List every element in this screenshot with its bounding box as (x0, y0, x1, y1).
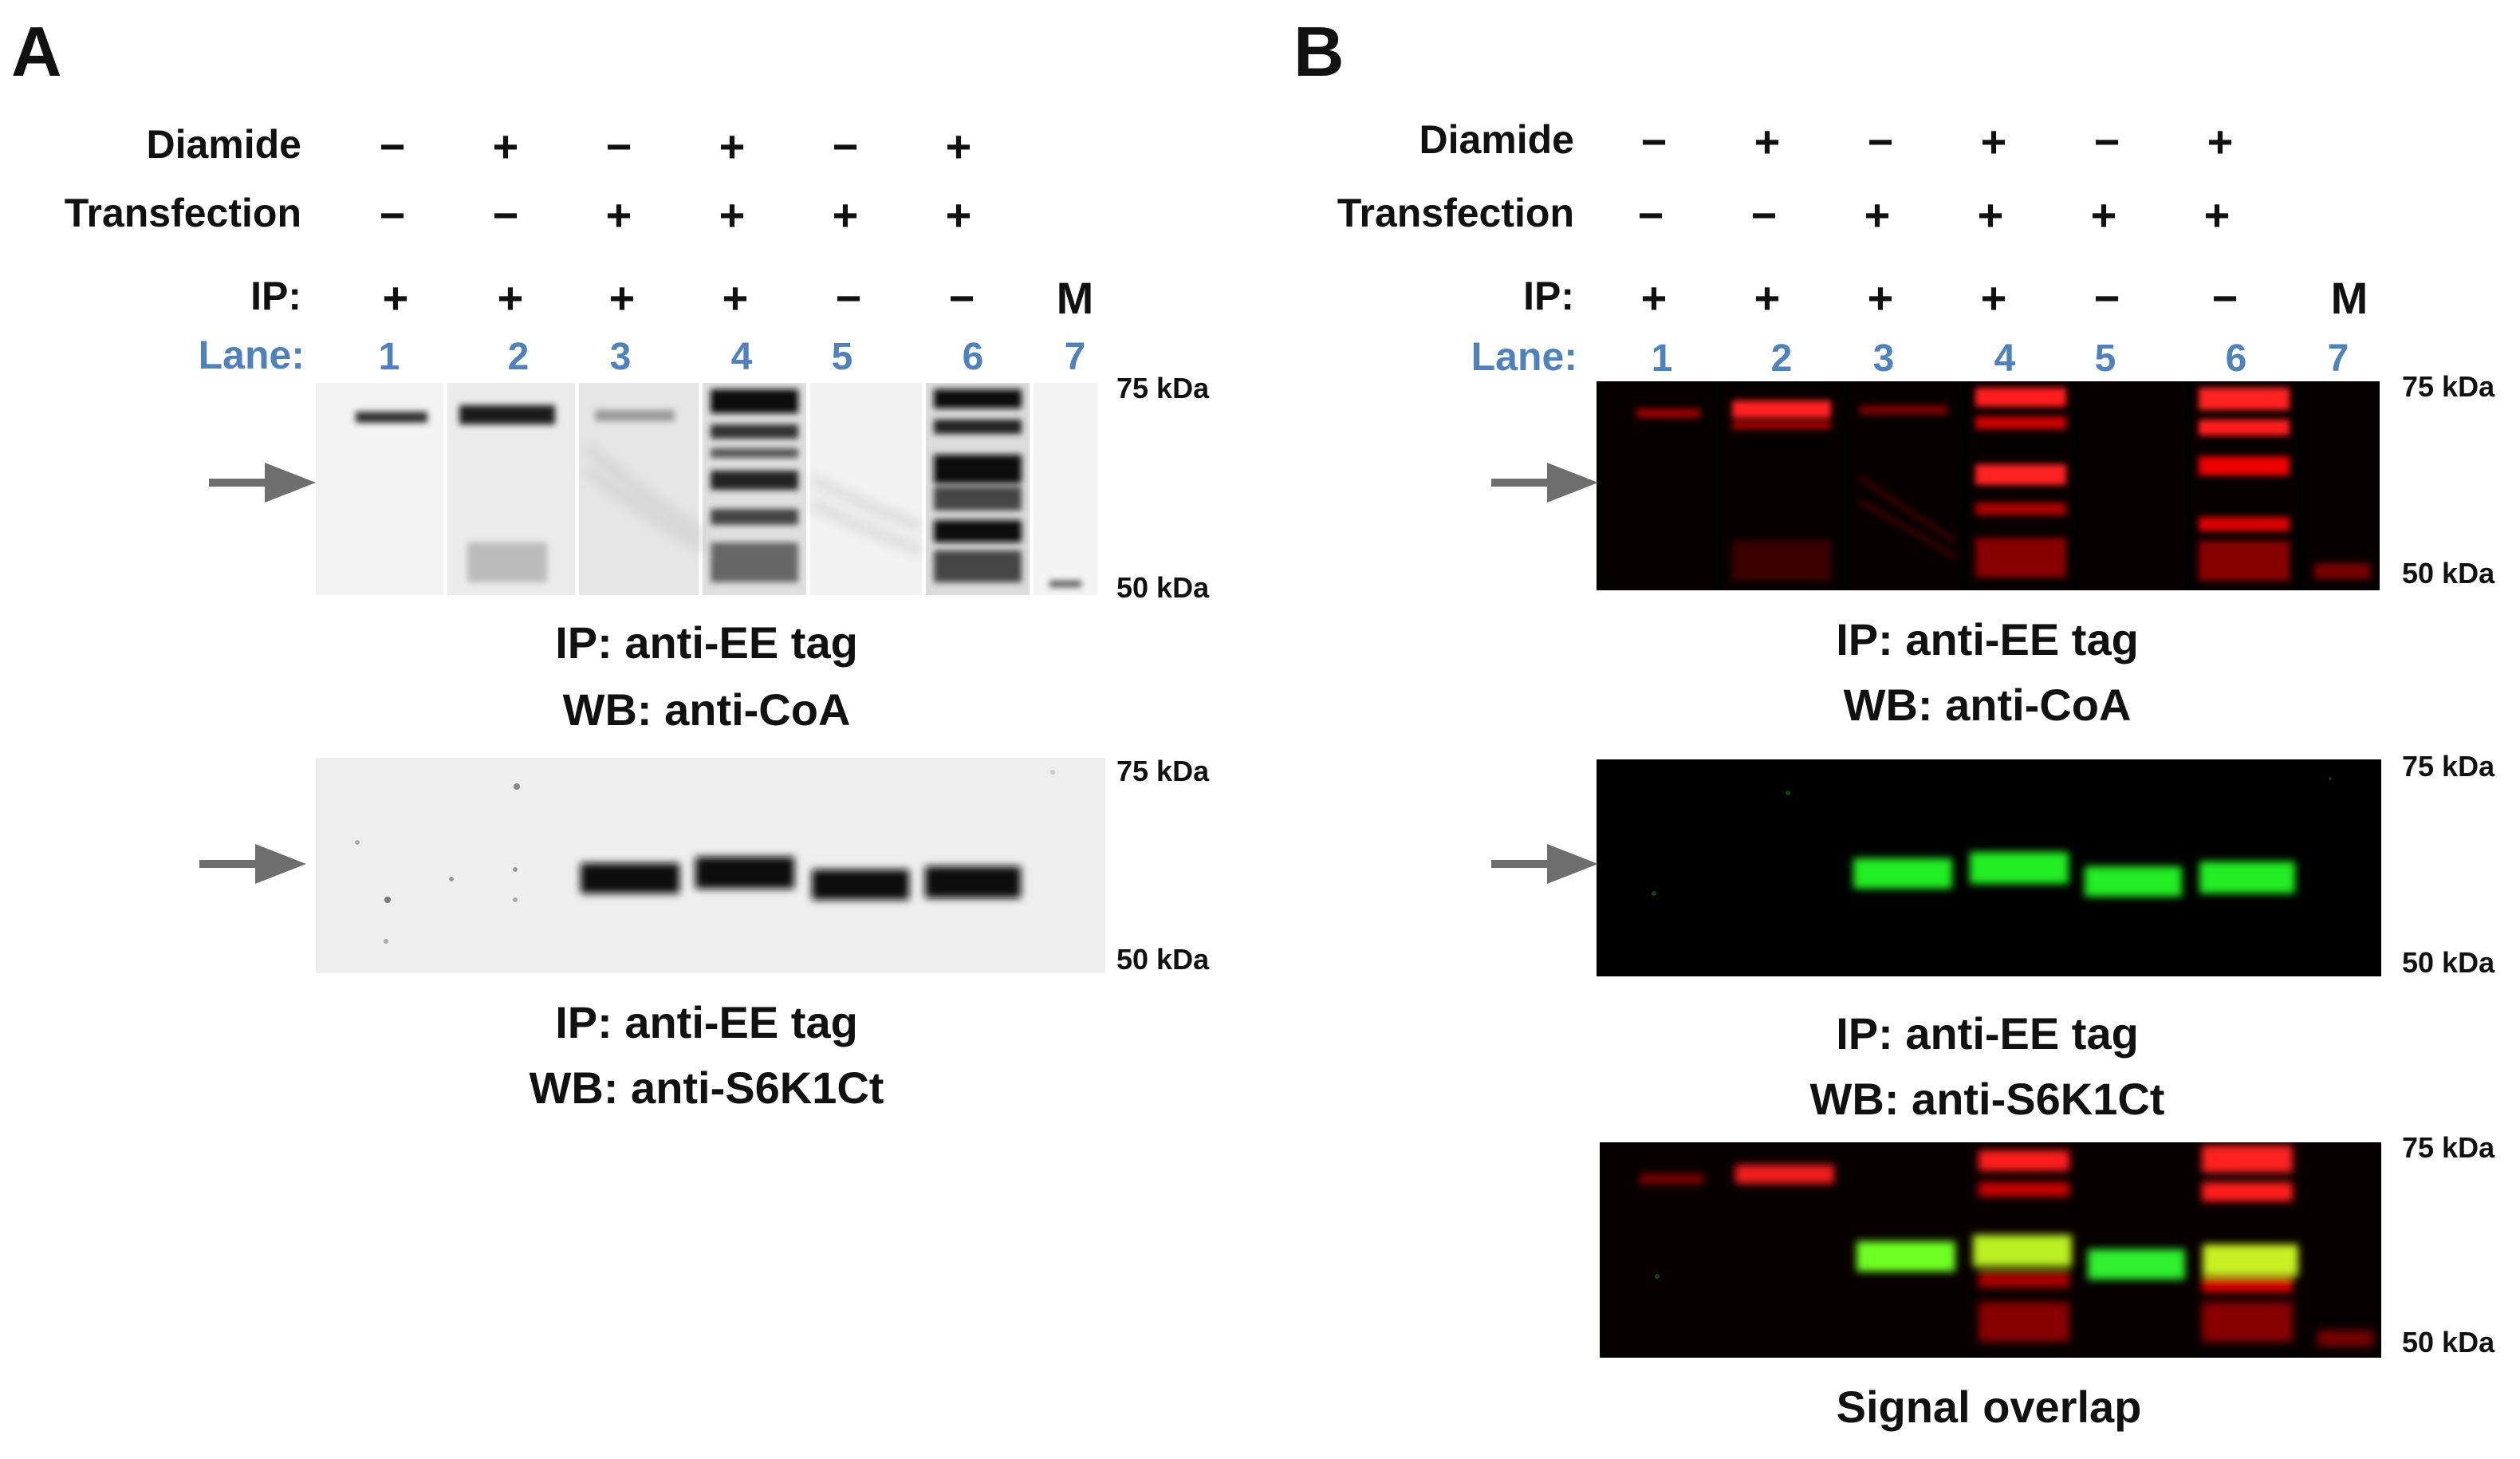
panel-b-coa-mw-bottom: 50 kDa (2402, 557, 2495, 590)
panel-b-lane-number: 3 (1872, 337, 1895, 380)
panel-a-coa-caption-ip: IP: anti-EE tag (555, 617, 858, 668)
panel-b-ip-sign: + (1980, 273, 2007, 323)
panel-a-transfection-sign: + (832, 190, 859, 240)
panel-b-ip-label: IP: (1523, 274, 1574, 318)
panel-b-lane-number: 7 (2327, 337, 2349, 380)
panel-a-marker-label: M (1056, 273, 1094, 323)
panel-a-transfection-sign: + (605, 190, 632, 240)
panel-b-diamide-label: Diamide (1419, 117, 1574, 162)
panel-b-lane-number: 6 (2225, 337, 2247, 380)
panel-a-s6k1-caption-wb: WB: anti-S6K1Ct (529, 1063, 884, 1113)
panel-b-lane-number: 4 (1994, 337, 2016, 380)
panel-a-diamide-sign: + (719, 121, 746, 172)
panel-b-s6k1-blot (1597, 759, 2381, 976)
panel-b-s6k1-caption-wb: WB: anti-S6K1Ct (1809, 1074, 2165, 1124)
panel-b-lane-label: Lane: (1471, 334, 1577, 379)
panel-a-transfection-label: Transfection (64, 191, 301, 235)
panel-b-lane-number: 1 (1651, 337, 1673, 380)
panel-b-diamide-sign: − (2093, 116, 2120, 167)
panel-b-ip-sign: − (2211, 273, 2238, 323)
panel-b-lane-number: 2 (1770, 337, 1793, 380)
panel-a-lane-label: Lane: (198, 333, 305, 377)
panel-a-coa-blot (316, 383, 1097, 595)
panel-b-coa-mw-top: 75 kDa (2402, 370, 2495, 403)
panel-b-coa-band-arrow-icon (1491, 463, 1598, 503)
panel-a-ip-label: IP: (250, 274, 301, 318)
panel-a-transfection-sign: + (945, 190, 972, 240)
panel-b-s6k1-caption-ip: IP: anti-EE tag (1836, 1008, 2139, 1059)
panel-a-lane-number: 4 (730, 336, 753, 378)
panel-a-diamide-sign: + (492, 121, 519, 172)
panel-a-lane-number: 7 (1064, 336, 1086, 378)
panel-a-diamide-sign: − (379, 121, 406, 172)
panel-b-ip-sign: + (1867, 273, 1894, 323)
panel-b-coa-blot (1597, 381, 2380, 590)
panel-b-s6k1-band-arrow-icon (1491, 844, 1598, 884)
panel-b-overlap-blot (1600, 1142, 2381, 1358)
panel-b-letter: B (1293, 12, 1345, 91)
panel-b-ip-sign: + (1640, 273, 1668, 323)
panel-a-s6k1-caption-ip: IP: anti-EE tag (555, 997, 858, 1047)
panel-a-lane-number: 2 (507, 336, 530, 378)
panel-b-transfection-sign: + (1864, 190, 1891, 240)
panel-a-ip-sign: + (497, 273, 524, 323)
panel-b-coa-caption-wb: WB: anti-CoA (1843, 680, 2132, 730)
panel-b-transfection-sign: − (1637, 190, 1664, 240)
panel-a-lane-number: 5 (831, 336, 853, 378)
panel-a-ip-sign: + (722, 273, 749, 323)
panel-a-diamide-label: Diamide (146, 122, 301, 167)
panel-b-transfection-sign: + (1977, 190, 2004, 240)
panel-a-diamide-sign: − (832, 121, 859, 172)
panel-a-diamide-sign: + (945, 121, 972, 172)
panel-a-coa-mw-bottom: 50 kDa (1116, 571, 1210, 604)
panel-a-s6k1-mw-bottom: 50 kDa (1116, 943, 1210, 976)
panel-a-coa-caption-wb: WB: anti-CoA (562, 684, 851, 735)
panel-b-transfection-sign: + (2090, 190, 2117, 240)
panel-b-transfection-sign: − (1750, 190, 1778, 240)
panel-a-s6k1-mw-top: 75 kDa (1116, 755, 1210, 787)
panel-b-overlap-caption: Signal overlap (1836, 1382, 2142, 1432)
panel-b-transfection-sign: + (2203, 190, 2231, 240)
panel-a-ip-sign: + (608, 273, 636, 323)
panel-b-lane-number: 5 (2094, 337, 2116, 380)
panel-b-diamide-sign: + (1754, 116, 1781, 167)
panel-a-ip-sign: − (835, 273, 862, 323)
panel-b-diamide-sign: + (2207, 116, 2234, 167)
panel-a-coa-band-arrow-icon (209, 463, 316, 503)
panel-a-diamide-sign: − (605, 121, 632, 172)
panel-a-lane-number: 3 (609, 336, 632, 378)
panel-b-overlap-mw-top: 75 kDa (2402, 1131, 2495, 1164)
panel-a-lane-number: 1 (378, 336, 400, 378)
panel-a-coa-mw-top: 75 kDa (1116, 372, 1210, 404)
panel-b-transfection-label: Transfection (1337, 191, 1574, 235)
panel-a-lane-number: 6 (962, 336, 984, 378)
panel-a-transfection-sign: − (379, 190, 406, 240)
panel-a-s6k1-band-arrow-icon (199, 844, 306, 884)
panel-b-coa-caption-ip: IP: anti-EE tag (1836, 614, 2139, 664)
panel-a-ip-sign: − (948, 273, 975, 323)
panel-a-transfection-sign: + (719, 190, 746, 240)
panel-a-transfection-sign: − (492, 190, 519, 240)
panel-a-ip-sign: + (382, 273, 409, 323)
panel-b-diamide-sign: − (1867, 116, 1894, 167)
panel-a-s6k1-blot (316, 758, 1105, 973)
panel-a-letter: A (11, 12, 62, 91)
panel-b-s6k1-mw-top: 75 kDa (2402, 750, 2495, 783)
panel-b-ip-sign: + (1754, 273, 1781, 323)
panel-b-ip-sign: − (2093, 273, 2120, 323)
panel-b-diamide-sign: + (1980, 116, 2007, 167)
panel-b-overlap-mw-bottom: 50 kDa (2402, 1326, 2495, 1358)
panel-b-diamide-sign: − (1640, 116, 1668, 167)
panel-b-s6k1-mw-bottom: 50 kDa (2402, 946, 2495, 979)
panel-b-marker-label: M (2330, 273, 2368, 323)
